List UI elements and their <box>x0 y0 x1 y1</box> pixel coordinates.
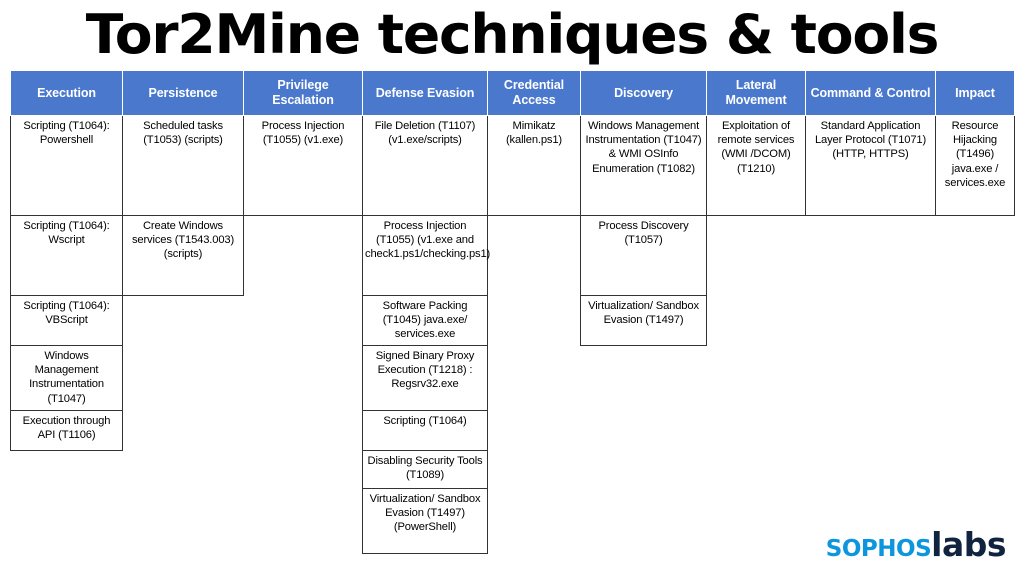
cell-command-and-control-1: Standard Application Layer Protocol (T10… <box>805 115 936 216</box>
cell-credential-access-6 <box>488 451 581 489</box>
cell-lateral-movement-6 <box>707 451 806 489</box>
cell-credential-access-4 <box>488 346 581 411</box>
cell-privilege-escalation-2 <box>244 216 363 296</box>
table-row: Disabling Security Tools (T1089) <box>11 450 1015 489</box>
cell-defense-evasion-7: Virtualization/ Sandbox Evasion (T1497) … <box>362 488 488 554</box>
table-row: Scripting (T1064): Wscript Create Window… <box>10 215 1015 296</box>
table-row: Scripting (T1064): Powershell Scheduled … <box>10 115 1015 216</box>
cell-command-and-control-5 <box>806 411 936 451</box>
cell-impact-1: Resource Hijacking (T1496) java.exe / se… <box>935 115 1015 216</box>
cell-execution-7 <box>11 489 123 554</box>
cell-execution-6 <box>11 451 123 489</box>
cell-defense-evasion-2: Process Injection (T1055) (v1.exe and ch… <box>362 215 490 296</box>
cell-lateral-movement-2 <box>707 216 806 296</box>
cell-persistence-4 <box>123 346 244 411</box>
cell-discovery-2: Process Discovery (T1057) <box>580 215 707 296</box>
cell-execution-3: Scripting (T1064): VBScript <box>10 295 123 346</box>
cell-execution-2: Scripting (T1064): Wscript <box>10 215 123 296</box>
cell-impact-6 <box>936 451 1015 489</box>
column-header-command-and-control: Command & Control <box>805 70 936 116</box>
cell-impact-5 <box>936 411 1015 451</box>
cell-discovery-1: Windows Management Instrumentation (T104… <box>580 115 707 216</box>
cell-lateral-movement-1: Exploitation of remote services (WMI /DC… <box>706 115 806 216</box>
cell-impact-3 <box>936 296 1015 346</box>
cell-credential-access-2 <box>488 216 581 296</box>
column-header-defense-evasion: Defense Evasion <box>362 70 488 116</box>
cell-impact-4 <box>936 346 1015 411</box>
cell-credential-access-1: Mimikatz (kallen.ps1) <box>487 115 581 216</box>
table-row: Execution through API (T1106) Scripting … <box>10 410 1015 451</box>
cell-defense-evasion-3: Software Packing (T1045) java.exe/ servi… <box>362 295 488 346</box>
logo-sophos-text: sophos <box>825 525 932 564</box>
cell-command-and-control-2 <box>806 216 936 296</box>
cell-discovery-7 <box>581 489 707 554</box>
cell-persistence-3 <box>123 296 244 346</box>
table-row: Virtualization/ Sandbox Evasion (T1497) … <box>11 488 1015 554</box>
cell-privilege-escalation-6 <box>244 451 363 489</box>
cell-defense-evasion-5: Scripting (T1064) <box>362 410 488 451</box>
cell-persistence-7 <box>123 489 244 554</box>
cell-impact-2 <box>936 216 1015 296</box>
cell-privilege-escalation-5 <box>244 411 363 451</box>
cell-execution-5: Execution through API (T1106) <box>10 410 123 451</box>
column-header-impact: Impact <box>935 70 1015 116</box>
cell-persistence-2: Create Windows services (T1543.003) (scr… <box>122 215 244 296</box>
cell-privilege-escalation-3 <box>244 296 363 346</box>
column-header-privilege-escalation: Privilege Escalation <box>243 70 363 116</box>
cell-lateral-movement-3 <box>707 296 806 346</box>
cell-credential-access-3 <box>488 296 581 346</box>
cell-command-and-control-6 <box>806 451 936 489</box>
column-header-credential-access: Credential Access <box>487 70 581 116</box>
column-header-discovery: Discovery <box>580 70 707 116</box>
cell-persistence-6 <box>123 451 244 489</box>
cell-privilege-escalation-7 <box>244 489 363 554</box>
cell-lateral-movement-4 <box>707 346 806 411</box>
table-row: Scripting (T1064): VBScript Software Pac… <box>10 295 1015 346</box>
sophoslabs-logo: sophoslabs <box>825 525 1007 564</box>
cell-privilege-escalation-1: Process Injection (T1055) (v1.exe) <box>243 115 363 216</box>
column-header-lateral-movement: Lateral Movement <box>706 70 806 116</box>
table-row: Windows Management Instrumentation (T104… <box>10 345 1015 411</box>
cell-discovery-4 <box>581 346 707 411</box>
cell-lateral-movement-7 <box>707 489 806 554</box>
cell-defense-evasion-6: Disabling Security Tools (T1089) <box>362 450 488 489</box>
column-header-persistence: Persistence <box>122 70 244 116</box>
cell-credential-access-7 <box>488 489 581 554</box>
cell-command-and-control-3 <box>806 296 936 346</box>
cell-persistence-5 <box>123 411 244 451</box>
logo-labs-text: labs <box>931 525 1006 564</box>
cell-privilege-escalation-4 <box>244 346 363 411</box>
techniques-matrix: Execution Persistence Privilege Escalati… <box>10 70 1015 554</box>
cell-defense-evasion-4: Signed Binary Proxy Execution (T1218) : … <box>362 345 488 411</box>
cell-lateral-movement-5 <box>707 411 806 451</box>
cell-discovery-3: Virtualization/ Sandbox Evasion (T1497) <box>580 295 707 346</box>
cell-persistence-1: Scheduled tasks (T1053) (scripts) <box>122 115 244 216</box>
page-title: Tor2Mine techniques & tools <box>85 3 940 66</box>
matrix-header-row: Execution Persistence Privilege Escalati… <box>10 70 1015 116</box>
cell-command-and-control-4 <box>806 346 936 411</box>
cell-discovery-6 <box>581 451 707 489</box>
cell-credential-access-5 <box>488 411 581 451</box>
column-header-execution: Execution <box>10 70 123 116</box>
cell-defense-evasion-1: File Deletion (T1107) (v1.exe/scripts) <box>362 115 488 216</box>
cell-execution-4: Windows Management Instrumentation (T104… <box>10 345 123 411</box>
cell-discovery-5 <box>581 411 707 451</box>
cell-execution-1: Scripting (T1064): Powershell <box>10 115 123 216</box>
